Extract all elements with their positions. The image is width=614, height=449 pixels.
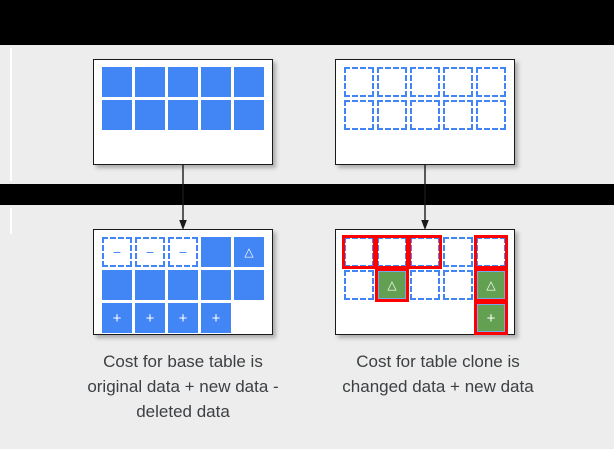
cell-r1-c3 [410,67,440,97]
cell-r2-c3 [410,270,440,300]
cell-r3-c2 [377,303,407,333]
cell-r1-c3 [168,67,198,97]
cell-r1-c2 [135,67,165,97]
cell-r1-c5 [234,67,264,97]
cell-r2-c2 [377,100,407,130]
minus-icon: − [145,244,155,260]
plus-icon: + [145,309,155,327]
plus-icon: + [112,309,122,327]
cell-r3-c1 [344,303,374,333]
cell-r1-c2 [377,67,407,97]
cell-r3-c4: + [201,303,231,333]
cell-r2-c5: △ [474,268,508,302]
cell-r1-c3: − [168,237,198,267]
cell-r1-c3 [408,235,442,269]
cell-r1-c5 [476,67,506,97]
cell-r3-c1: + [102,303,132,333]
cell-r1-c2: − [135,237,165,267]
cell-r3-c2: + [135,303,165,333]
cell-r2-c4 [443,270,473,300]
cell-r1-c1: − [102,237,132,267]
cell-r2-c3 [168,100,198,130]
cell-r2-c3 [168,270,198,300]
cell-r2-c1 [344,270,374,300]
triangle-icon: △ [486,278,496,292]
cell-r3-c3 [410,303,440,333]
cell-r2-c5 [234,100,264,130]
cell-r2-c1 [344,100,374,130]
cell-r2-c1 [102,100,132,130]
minus-icon: − [178,244,188,260]
cell-r2-c3 [410,100,440,130]
table-clone-after-changes-card: △ △ + [335,229,515,335]
cell-r1-c5 [474,235,508,269]
cell-r3-c3: + [168,303,198,333]
cell-r1-c2 [375,235,409,269]
cell-r1-c4 [201,67,231,97]
caption-base-table: Cost for base table is original data + n… [87,352,279,421]
base-table-original-grid [102,67,264,130]
minus-icon: − [112,244,122,260]
cell-r2-c4 [201,100,231,130]
plus-icon: + [178,309,188,327]
cell-r1-c4 [201,237,231,267]
cell-r2-c4 [201,270,231,300]
arrow-table-clone [421,164,429,230]
plus-icon: + [211,309,221,327]
cell-r2-c4 [443,100,473,130]
cell-r2-c2: △ [375,268,409,302]
base-table-after-changes-grid: − − − △ + + + + [102,237,264,333]
cell-r1-c5: △ [234,237,264,267]
triangle-icon: △ [387,278,397,292]
cell-r2-c1 [102,270,132,300]
arrow-base-table [179,164,187,230]
cell-r1-c4 [443,237,473,267]
table-clone-original-grid [344,67,506,130]
cell-r3-c4 [443,303,473,333]
table-clone-original-card [335,59,515,165]
base-table-after-changes-card: − − − △ + + + + [93,229,273,335]
cell-r2-c2 [135,270,165,300]
cell-r3-c5: + [474,301,508,335]
plus-icon: + [486,309,496,327]
cell-r2-c5 [234,270,264,300]
base-table-original-card [93,59,273,165]
cell-r2-c5 [476,100,506,130]
bottom-band-left-edge-line [10,208,12,234]
table-clone-after-changes-grid: △ △ + [342,235,508,335]
cell-r1-c4 [443,67,473,97]
cell-r1-c1 [342,235,376,269]
triangle-icon: △ [244,245,254,259]
caption-table-clone: Cost for table clone is changed data + n… [342,352,534,396]
cell-r1-c1 [344,67,374,97]
cell-r2-c2 [135,100,165,130]
top-band-left-edge-line [10,48,12,181]
cell-r3-c5 [234,303,264,333]
cell-r1-c1 [102,67,132,97]
